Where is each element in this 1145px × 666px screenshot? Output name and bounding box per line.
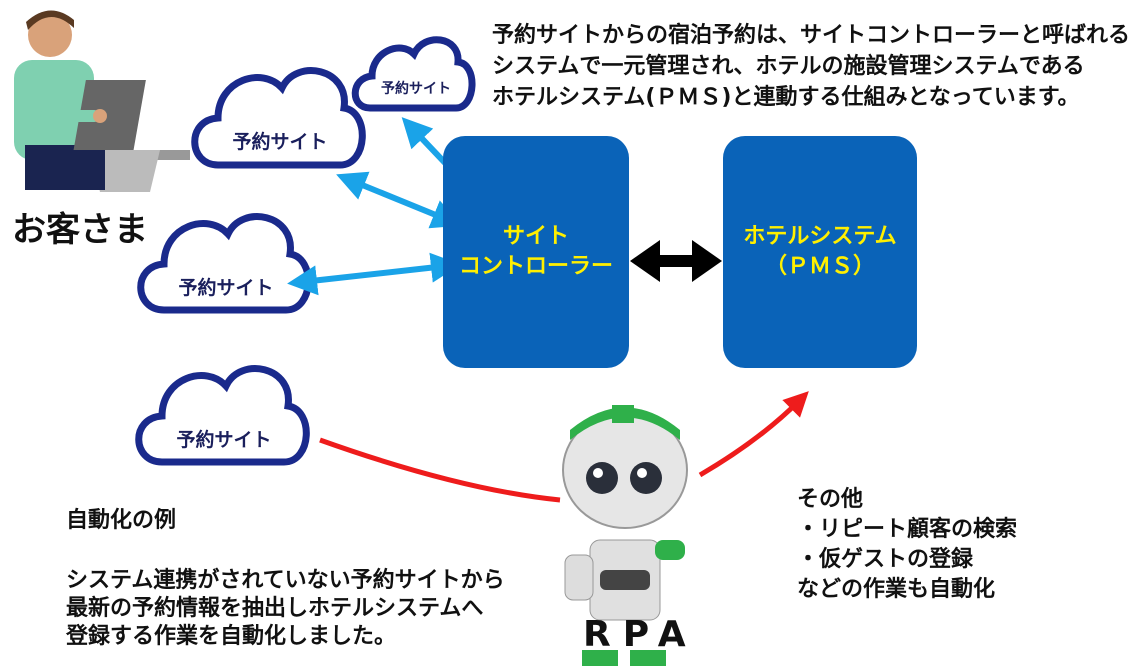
automation-body: システム連携がされていない予約サイトから 最新の予約情報を抽出しホテルシステムへ… (66, 567, 505, 651)
booking-site-label-2: 予約サイト (232, 131, 328, 153)
booking-site-label-1: 予約サイト (381, 81, 451, 97)
customer-label: お客さま (12, 210, 148, 250)
red-arrows (319, 391, 809, 503)
rpa-label: RPA (583, 614, 698, 655)
automation-line-3: 登録する作業を自動化しました。 (66, 624, 397, 649)
hotel-system-box: ホテルシステム （ＰＭＳ） (723, 136, 917, 368)
header-line-1: 予約サイトからの宿泊予約は、サイトコントローラーと呼ばれる (492, 23, 1131, 48)
black-double-arrow (630, 240, 722, 282)
cloud-shapes (135, 36, 476, 466)
site-controller-box: サイト コントローラー (443, 136, 629, 368)
automation-title: 自動化の例 (66, 508, 177, 533)
site-controller-line-2: コントローラー (458, 254, 613, 279)
booking-site-label-3: 予約サイト (178, 277, 274, 299)
hotel-system-line-1: ホテルシステム (743, 224, 897, 249)
other-line-2: ・リピート顧客の検索 (797, 517, 1018, 542)
header-text: 予約サイトからの宿泊予約は、サイトコントローラーと呼ばれる システムで一元管理さ… (492, 20, 1130, 113)
hotel-system-line-2: （ＰＭＳ） (764, 254, 875, 279)
header-line-2: システムで一元管理され、ホテルの施設管理システムである (492, 54, 1085, 79)
other-tasks: その他 ・リピート顧客の検索 ・仮ゲストの登録 などの作業も自動化 (797, 485, 1017, 605)
customer-illustration (14, 10, 190, 192)
booking-site-label-4: 予約サイト (176, 429, 272, 451)
site-controller-line-1: サイト (502, 224, 569, 249)
other-line-1: その他 (797, 487, 864, 512)
other-line-4: などの作業も自動化 (797, 577, 996, 602)
other-line-3: ・仮ゲストの登録 (797, 547, 974, 572)
header-line-3: ホテルシステム(ＰＭＳ)と連動する仕組みとなっています。 (492, 85, 1080, 110)
automation-line-2: 最新の予約情報を抽出しホテルシステムへ (66, 596, 484, 621)
rpa-robot (562, 405, 688, 666)
automation-line-1: システム連携がされていない予約サイトから (66, 568, 505, 593)
